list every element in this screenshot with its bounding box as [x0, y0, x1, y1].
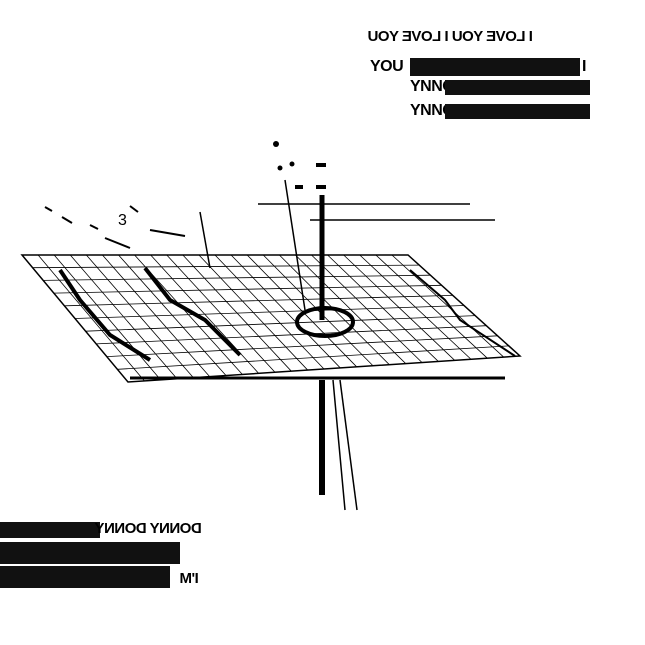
grid-line: [327, 254, 439, 362]
grid-line: [359, 254, 472, 360]
scribble-redaction: [410, 58, 580, 76]
dots: [273, 141, 326, 189]
grid-line: [295, 254, 406, 364]
grid-plane: [20, 254, 522, 383]
grid-line: [69, 254, 178, 380]
grid-line: [86, 254, 194, 378]
grid-line: [53, 254, 161, 381]
text-line: I: [582, 58, 586, 76]
grid-line: [118, 254, 227, 376]
text-line: YOU: [370, 58, 404, 76]
grid-line: [246, 254, 357, 368]
pole: [199, 179, 495, 511]
grid-line: [102, 254, 210, 377]
grid-line: [198, 254, 308, 371]
text-fragment: YOU: [370, 58, 404, 75]
grid-line: [391, 254, 504, 358]
grid-line: [150, 254, 259, 374]
numeral-mark: 3: [118, 212, 127, 229]
scribble-redaction: [0, 542, 180, 564]
grid-line: [375, 254, 488, 359]
grid-line: [343, 254, 455, 361]
dashes: [44, 205, 186, 249]
scribble-redaction: [445, 80, 590, 95]
grid-line: [37, 254, 145, 382]
scribble-redaction: [0, 566, 170, 588]
scribble-redaction: [445, 104, 590, 119]
grid-line: [214, 254, 325, 370]
scribble-redaction: [0, 522, 100, 538]
grid-line: [311, 254, 423, 363]
grid-line: [230, 254, 341, 369]
text-fragment: I: [582, 58, 586, 75]
grid-line: [182, 254, 292, 372]
grid-line: [166, 254, 276, 373]
